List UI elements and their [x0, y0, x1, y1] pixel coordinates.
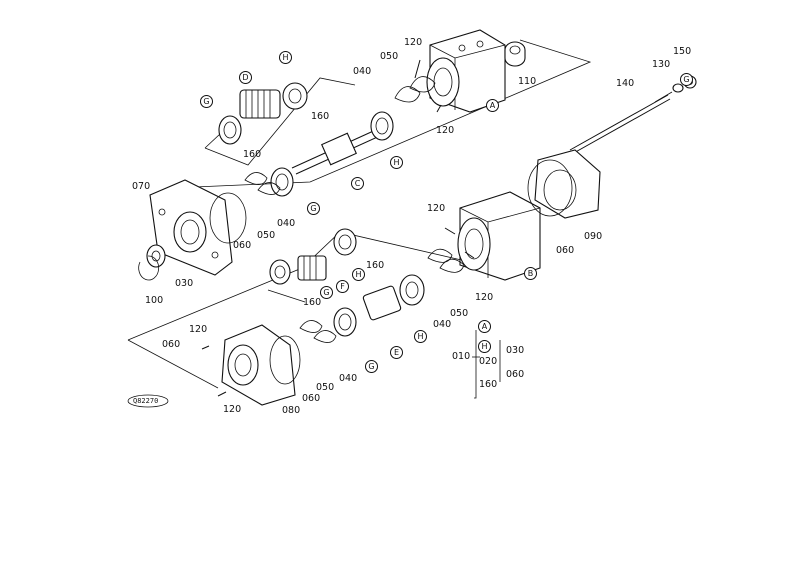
label-140: 140	[616, 78, 635, 89]
label-080: 080	[282, 405, 301, 416]
label-040-lower: 040	[433, 319, 452, 330]
bottom-cover-080	[221, 324, 296, 406]
stamp	[127, 394, 169, 408]
label-120-lower: 120	[475, 292, 494, 303]
label-050-bottom: 050	[316, 382, 335, 393]
seal-040-050-bottom	[299, 320, 337, 343]
label-160-lower: 160	[303, 297, 322, 308]
label-070: 070	[132, 181, 151, 192]
circle-letter-f: F	[336, 280, 349, 293]
label-040-front: 040	[277, 218, 296, 229]
label-130: 130	[652, 59, 671, 70]
label-060-bottom-right: 060	[302, 393, 321, 404]
gasket-060-front	[209, 192, 247, 244]
bearing-g-lower-left	[269, 259, 291, 285]
front-cover-070	[149, 179, 233, 276]
label-050-top: 050	[380, 51, 399, 62]
circle-letter-g-nut: G	[680, 73, 693, 86]
bearing-h-upper	[282, 82, 308, 110]
stamp-code: Q82270	[133, 397, 159, 405]
seal-040-050-lower	[427, 248, 465, 273]
label-040-top: 040	[353, 66, 372, 77]
label-100: 100	[145, 295, 164, 306]
circle-letter-h-lower-right: H	[414, 330, 427, 343]
label-120-mid: 120	[436, 125, 455, 136]
pump-body-a	[426, 29, 506, 113]
circle-letter-d: D	[239, 71, 252, 84]
label-060-right: 060	[556, 245, 575, 256]
assembly-guide-lines	[127, 39, 592, 389]
label-110: 110	[518, 76, 537, 87]
label-160-mid: 160	[366, 260, 385, 271]
bearing-g-upper	[218, 115, 242, 145]
circle-letter-h-lower: H	[352, 268, 365, 281]
gear-f	[297, 255, 327, 281]
label-020: 020	[479, 356, 498, 367]
label-030-front: 030	[175, 278, 194, 289]
circle-letter-g-lower: G	[365, 360, 378, 373]
label-160-top: 160	[311, 111, 330, 122]
label-120-bottom-left: 120	[189, 324, 208, 335]
bearing-g-mid	[270, 167, 294, 197]
label-090: 090	[584, 231, 603, 242]
circle-letter-c: C	[351, 177, 364, 190]
dowel-pins-120	[201, 59, 475, 397]
bearing-h-mid	[370, 111, 394, 141]
label-150: 150	[673, 46, 692, 57]
pump-body-b	[457, 191, 541, 281]
label-060-front: 060	[233, 240, 252, 251]
circle-letter-g-top: G	[200, 95, 213, 108]
label-060-bottom: 060	[162, 339, 181, 350]
bushing-110	[504, 41, 526, 67]
bearing-h-lower-right	[399, 274, 425, 306]
oil-seal-030	[146, 244, 166, 268]
bearing-h-lower	[333, 228, 357, 256]
label-010: 010	[452, 351, 471, 362]
label-160-left: 160	[243, 149, 262, 160]
gear-c-shaft	[291, 127, 385, 175]
circle-letter-e: E	[390, 346, 403, 359]
legend-bracket	[472, 330, 501, 399]
circle-letter-g-mid: G	[307, 202, 320, 215]
bearing-g-lower	[333, 307, 357, 337]
label-120-right: 120	[427, 203, 446, 214]
label-060-legend: 060	[506, 369, 525, 380]
circle-letter-a-body: A	[486, 99, 499, 112]
gear-d	[239, 89, 281, 119]
washer-130	[672, 83, 684, 93]
label-050-lower: 050	[450, 308, 469, 319]
circle-letter-h-legend: H	[478, 340, 491, 353]
circle-letter-g-lower-left: G	[320, 286, 333, 299]
label-160-legend: 160	[479, 379, 498, 390]
rear-cover-090	[527, 149, 601, 219]
gasket-060-lower	[269, 335, 301, 385]
shaft-140	[569, 91, 673, 155]
label-120-bottom: 120	[223, 404, 242, 415]
label-030-legend: 030	[506, 345, 525, 356]
seal-040-050-front	[244, 172, 281, 195]
snap-ring-100	[138, 255, 160, 281]
seal-plate-upper	[394, 76, 436, 103]
circle-letter-b: B	[524, 267, 537, 280]
label-040-bottom: 040	[339, 373, 358, 384]
label-050-front: 050	[257, 230, 276, 241]
circle-letter-h-top: H	[279, 51, 292, 64]
circle-letter-a-legend: A	[478, 320, 491, 333]
circle-letter-h-mid: H	[390, 156, 403, 169]
label-120-top: 120	[404, 37, 423, 48]
gear-e	[362, 285, 402, 321]
